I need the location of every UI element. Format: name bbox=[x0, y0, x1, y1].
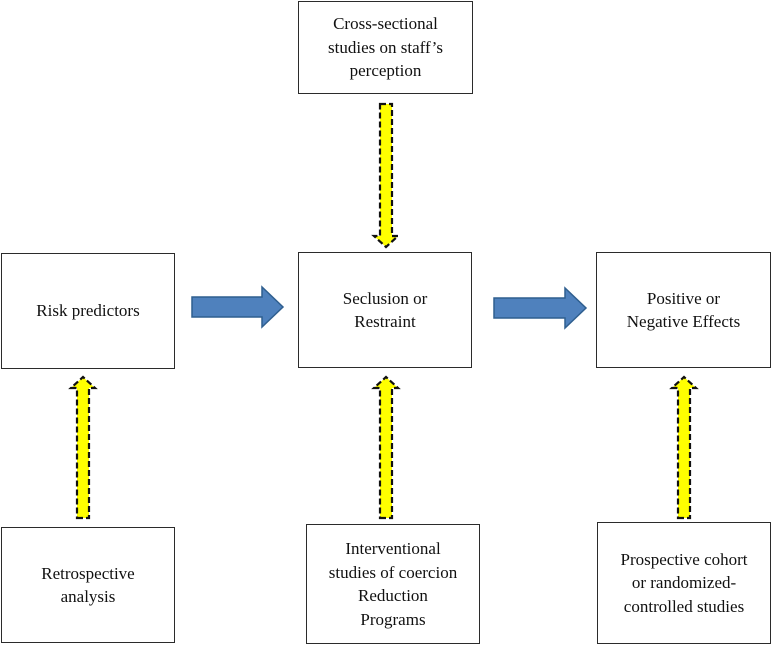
node-prospective: Prospective cohort or randomized- contro… bbox=[597, 522, 771, 644]
node-seclusion-restraint: Seclusion or Restraint bbox=[298, 252, 472, 368]
node-line: Cross-sectional bbox=[333, 14, 438, 34]
node-retrospective: Retrospective analysis bbox=[1, 527, 175, 643]
arrow-risk-to-seclusion bbox=[191, 285, 285, 329]
node-seclusion-restraint-text: Seclusion or Restraint bbox=[343, 287, 428, 334]
node-line: Negative Effects bbox=[626, 312, 741, 331]
dashed-arrow-perception-to-seclusion bbox=[371, 102, 401, 249]
node-line: controlled studies bbox=[623, 596, 745, 616]
node-line: Prospective cohort bbox=[620, 549, 748, 569]
arrow-seclusion-to-effects bbox=[493, 286, 588, 330]
node-retrospective-text: Retrospective analysis bbox=[41, 562, 134, 609]
node-risk-predictors: Risk predictors bbox=[1, 253, 175, 369]
node-line: Positive or bbox=[646, 288, 721, 308]
node-interventional-text: Interventional studies of coercion Reduc… bbox=[329, 537, 457, 631]
node-line: analysis bbox=[60, 587, 116, 606]
node-line: Seclusion or bbox=[342, 288, 428, 308]
dashed-arrow-interventional-to-seclusion bbox=[371, 375, 401, 520]
node-effects-text: Positive or Negative Effects bbox=[627, 287, 740, 334]
node-line: Restraint bbox=[354, 312, 416, 331]
node-effects: Positive or Negative Effects bbox=[596, 252, 771, 368]
node-line: studies on staff’s bbox=[328, 37, 443, 57]
dashed-arrow-retrospective-to-risk bbox=[68, 375, 98, 520]
node-staff-perception-text: Cross-sectional studies on staff’s perce… bbox=[328, 12, 443, 83]
node-line: Risk predictors bbox=[36, 301, 140, 321]
node-prospective-text: Prospective cohort or randomized- contro… bbox=[621, 548, 748, 619]
node-staff-perception: Cross-sectional studies on staff’s perce… bbox=[298, 1, 473, 94]
node-interventional: Interventional studies of coercion Reduc… bbox=[306, 524, 480, 644]
node-line: Retrospective bbox=[41, 563, 135, 583]
node-line: perception bbox=[349, 61, 422, 81]
node-line: studies of coercion bbox=[328, 562, 458, 582]
node-risk-predictors-text: Risk predictors bbox=[36, 299, 139, 323]
node-line: or randomized- bbox=[631, 573, 737, 593]
dashed-arrow-prospective-to-effects bbox=[669, 375, 699, 520]
node-line: Reduction bbox=[358, 586, 428, 605]
node-line: Programs bbox=[360, 609, 426, 629]
node-line: Interventional bbox=[345, 539, 441, 558]
